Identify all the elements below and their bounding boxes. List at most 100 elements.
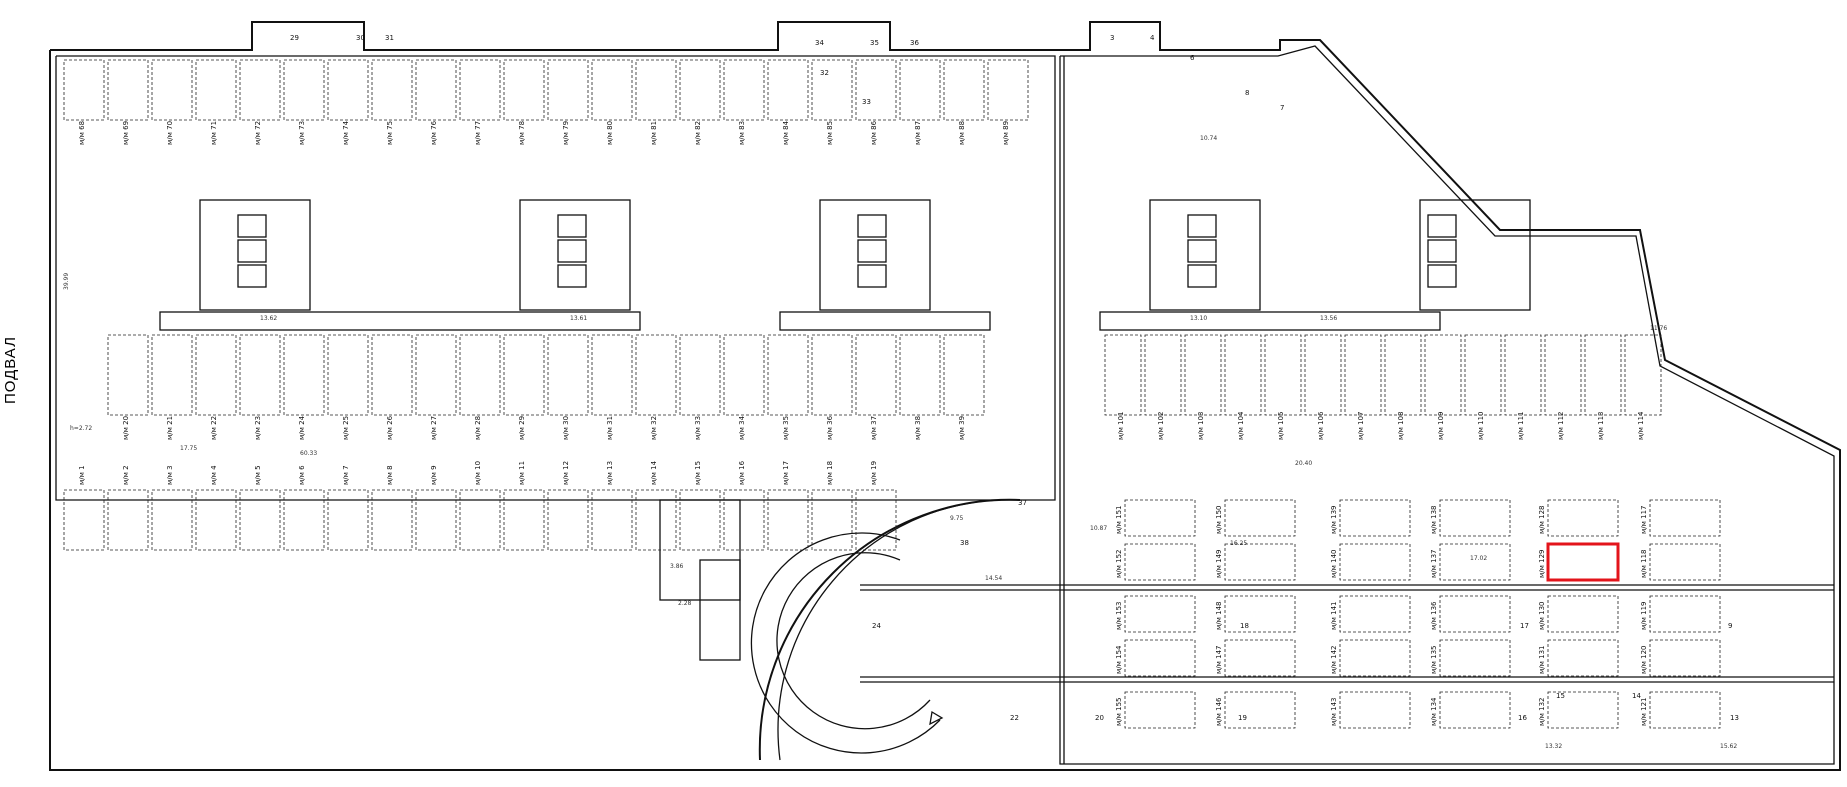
dim-corridor-13: 13.32 (1545, 743, 1562, 750)
parking-spot-label: м/м 83 (738, 121, 746, 145)
parking-spot-label: м/м 143 (1330, 697, 1338, 726)
parking-spot-label: м/м 111 (1517, 411, 1525, 440)
parking-spot-label: м/м 112 (1557, 411, 1565, 440)
parking-spot (239, 59, 281, 121)
dim-corridor-9: 11.76 (1650, 325, 1667, 332)
parking-spot-label: м/м 110 (1477, 411, 1485, 440)
parking-spot (635, 489, 677, 551)
parking-spot (1584, 334, 1622, 416)
room-32: 32 (820, 69, 829, 77)
parking-spot-label: м/м 30 (562, 416, 570, 440)
parking-spot (899, 59, 941, 121)
parking-spot (327, 334, 369, 416)
parking-spot (1547, 499, 1619, 537)
parking-spot (415, 489, 457, 551)
parking-spot (327, 489, 369, 551)
parking-spot-label: м/м 132 (1538, 697, 1546, 726)
room-20: 20 (1095, 714, 1104, 722)
parking-spot (547, 489, 589, 551)
parking-spot-label: м/м 24 (298, 415, 306, 440)
dim-level-mark: h=2.72 (70, 425, 92, 432)
parking-spot-label: м/м 75 (386, 121, 394, 145)
room-6: 6 (1190, 54, 1195, 62)
stair-cores (199, 199, 1531, 311)
dimensions: 39.99 60.33 9.75 13.62 13.61 13.56 13.10… (63, 135, 1737, 750)
parking-spot-label: м/м 120 (1640, 645, 1648, 674)
room-31: 31 (385, 34, 394, 42)
room-8: 8 (1245, 89, 1249, 97)
dim-corridor-4: 13.10 (1190, 315, 1207, 322)
parking-spot-label: м/м 39 (958, 416, 966, 440)
room-33: 33 (862, 98, 871, 106)
parking-spot (459, 59, 501, 121)
parking-spot (1224, 639, 1296, 677)
parking-spot-label: м/м 8 (386, 465, 394, 485)
parking-spot-label: м/м 102 (1157, 411, 1165, 440)
room-22: 22 (1010, 714, 1019, 722)
parking-spot (283, 489, 325, 551)
dim-corridor-8: 17.75 (180, 445, 197, 452)
parking-spot (1424, 334, 1462, 416)
dim-corridor-11: 14.54 (985, 575, 1002, 582)
parking-spot (1547, 639, 1619, 677)
parking-spot (811, 59, 853, 121)
parking-spot-label: м/м 16 (738, 460, 746, 485)
parking-spot (855, 489, 897, 551)
parking-spot (1544, 334, 1582, 416)
parking-spot-label: м/м 146 (1215, 697, 1223, 726)
parking-spot (1547, 691, 1619, 729)
parking-spot (195, 334, 237, 416)
parking-spot-label: м/м 114 (1637, 411, 1645, 440)
parking-spot-label: м/м 78 (518, 121, 526, 145)
parking-spot (1439, 639, 1511, 677)
parking-spot-label: м/м 113 (1597, 411, 1605, 440)
parking-spot-label: м/м 154 (1115, 645, 1123, 674)
parking-spot-label: м/м 130 (1538, 601, 1546, 630)
parking-spot-label: м/м 2 (122, 465, 130, 485)
parking-spot-label: м/м 10 (474, 461, 482, 485)
parking-spot-label: м/м 74 (342, 120, 350, 145)
parking-spot-label: м/м 101 (1117, 411, 1125, 440)
parking-spot (1649, 639, 1721, 677)
parking-spot-label: м/м 14 (650, 460, 658, 485)
parking-spot-label: м/м 141 (1330, 601, 1338, 630)
parking-spot (635, 334, 677, 416)
room-29: 29 (290, 34, 299, 42)
parking-spot-label: м/м 19 (870, 461, 878, 485)
parking-spot (899, 334, 941, 416)
parking-spot (1224, 595, 1296, 633)
parking-spot-label: м/м 33 (694, 416, 702, 440)
parking-spot (547, 334, 589, 416)
parking-spot-label: м/м 107 (1357, 411, 1365, 440)
parking-spot (1384, 334, 1422, 416)
parking-spot (1344, 334, 1382, 416)
parking-spot-label: м/м 108 (1397, 411, 1405, 440)
parking-spot (1339, 639, 1411, 677)
room-14: 14 (1632, 692, 1641, 700)
parking-spot-label: м/м 136 (1430, 601, 1438, 630)
room-9: 9 (1728, 622, 1732, 630)
dim-overall-width: 60.33 (300, 450, 317, 457)
parking-spot-label: м/м 152 (1115, 549, 1123, 578)
room-37: 37 (1018, 499, 1027, 507)
parking-spot-label: м/м 89 (1002, 121, 1010, 145)
parking-spot-label: м/м 68 (78, 121, 86, 145)
parking-spot (591, 59, 633, 121)
parking-spot (327, 59, 369, 121)
parking-spot (591, 334, 633, 416)
parking-spot-label: м/м 6 (298, 465, 306, 485)
parking-spot-label: м/м 117 (1640, 505, 1648, 534)
room-17: 17 (1520, 622, 1529, 630)
parking-spot-label: м/м 79 (562, 121, 570, 145)
parking-spot (1124, 543, 1196, 581)
parking-spot-label: м/м 71 (210, 121, 218, 145)
parking-spot-label: м/м 5 (254, 465, 262, 485)
parking-spot (1224, 691, 1296, 729)
parking-spot-label: м/м 17 (782, 461, 790, 485)
parking-spot (1624, 334, 1662, 416)
parking-spot (107, 489, 149, 551)
parking-spot (547, 59, 589, 121)
parking-spot (503, 334, 545, 416)
parking-spot (723, 334, 765, 416)
